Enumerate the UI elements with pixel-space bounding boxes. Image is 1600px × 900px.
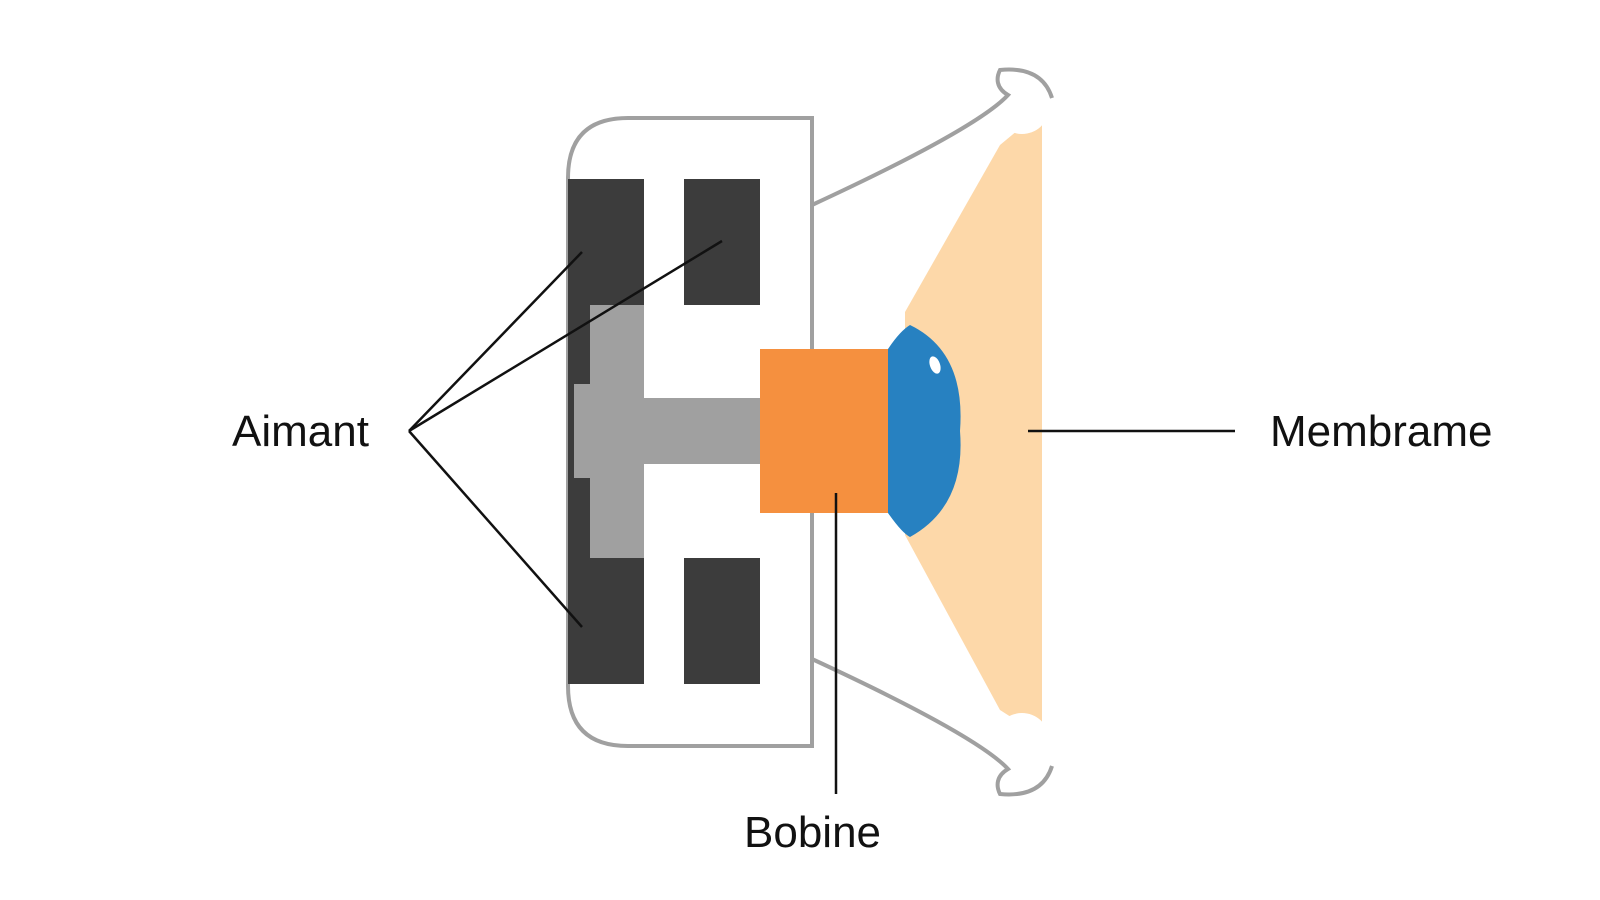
speaker-frame xyxy=(566,116,814,748)
dust-cap-highlight xyxy=(929,356,941,374)
frame-top-arm xyxy=(811,67,1054,207)
membrane-label: Membrame xyxy=(1270,407,1493,456)
magnet-leader-1 xyxy=(408,251,583,432)
magnet-label: Aimant xyxy=(232,407,369,456)
coil-label: Bobine xyxy=(744,808,881,857)
membrane-top-surround xyxy=(996,86,1048,134)
magnet-leader-2 xyxy=(408,239,723,433)
magnet-bottom-right xyxy=(684,558,760,684)
dust-cap xyxy=(888,325,961,537)
coil xyxy=(760,349,888,513)
membrane-bottom-surround xyxy=(996,713,1048,761)
frame-bottom-arm xyxy=(811,657,1054,797)
pole-piece-core xyxy=(644,398,760,464)
pole-piece-plate xyxy=(590,305,644,558)
membrane-cone xyxy=(905,110,1042,737)
leader-lines xyxy=(408,239,1235,794)
pole-piece-small-step xyxy=(574,384,592,478)
magnet-leader-3 xyxy=(408,430,583,628)
